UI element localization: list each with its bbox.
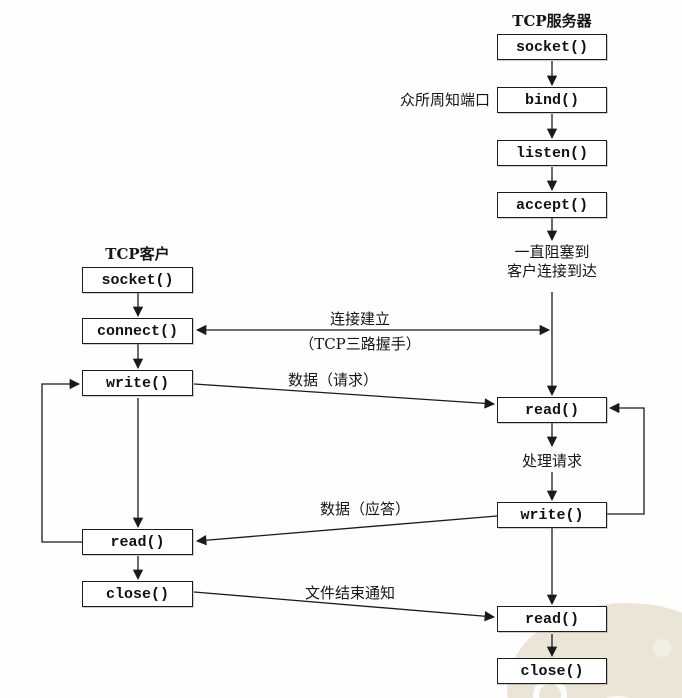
- client-close-box: close(): [82, 581, 193, 607]
- block-until-label: 一直阻塞到 客户连接到达: [477, 243, 627, 281]
- server-read-box: read(): [497, 397, 607, 423]
- client-title: TCP客户: [105, 245, 170, 263]
- server-bind-box: bind(): [497, 87, 607, 113]
- server-read2-box: read(): [497, 606, 607, 632]
- handshake-label-bottom: （TCP三路握手）: [299, 335, 421, 353]
- server-accept-box: accept(): [497, 192, 607, 218]
- process-request-label: 处理请求: [521, 452, 582, 470]
- eof-notice-label: 文件结束通知: [304, 584, 395, 602]
- client-write-box: write(): [82, 370, 193, 396]
- server-listen-box: listen(): [497, 140, 607, 166]
- handshake-label-top: 连接建立: [329, 310, 390, 328]
- server-close-box: close(): [497, 658, 607, 684]
- client-read-box: read(): [82, 529, 193, 555]
- data-request-label: 数据（请求）: [287, 371, 378, 389]
- block-until-line2: 客户连接到达: [506, 262, 597, 280]
- client-connect-box: connect(): [82, 318, 193, 344]
- client-socket-box: socket(): [82, 267, 193, 293]
- well-known-port-label: 众所周知端口: [399, 91, 490, 109]
- arrow-client-loop: [41, 378, 82, 543]
- arrow-server-loop: [607, 402, 645, 515]
- server-write-box: write(): [497, 502, 607, 528]
- server-title: TCP服务器: [512, 12, 592, 30]
- arrow-data-reply: [195, 515, 498, 546]
- data-reply-label: 数据（应答）: [319, 500, 410, 518]
- block-until-line1: 一直阻塞到: [514, 243, 590, 261]
- server-socket-box: socket(): [497, 34, 607, 60]
